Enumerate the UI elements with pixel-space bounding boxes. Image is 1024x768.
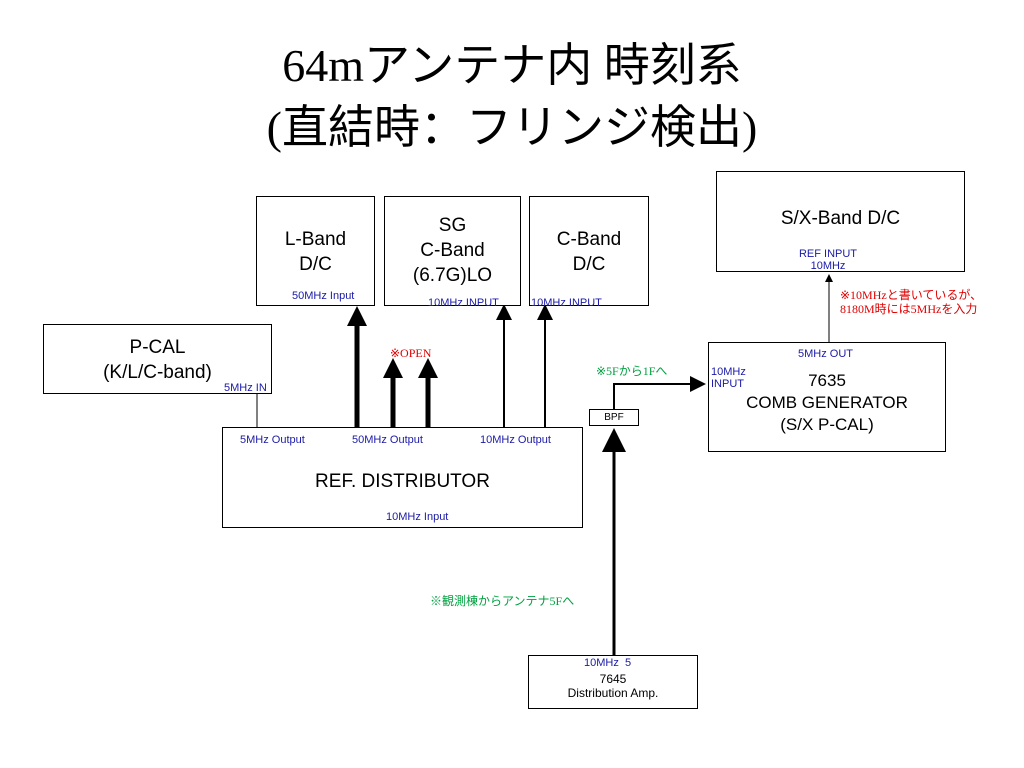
line-bpf-comb bbox=[613, 376, 706, 409]
lband-dc-label: L-Band D/C bbox=[284, 229, 347, 275]
page-subtitle: (直結時：フリンジ検出) bbox=[266, 102, 758, 153]
lband-dc-box: L-Band D/C bbox=[256, 196, 375, 306]
ref-out-10-label: 10MHz Output bbox=[480, 434, 551, 446]
open-note: ※OPEN bbox=[390, 346, 432, 360]
pcal-box: P-CAL (K/L/C-band) bbox=[43, 324, 272, 394]
sx-ref-input-label: REF INPUT 10MHz bbox=[798, 248, 858, 272]
sg-input-label: 10MHz INPUT bbox=[428, 297, 499, 309]
ref-distributor-label: REF. DISTRIBUTOR bbox=[315, 471, 490, 492]
sg-box: SG C-Band (6.7G)LO bbox=[384, 196, 521, 306]
ref-out-50-label: 50MHz Output bbox=[352, 434, 423, 446]
pcal-input-label: 5MHz IN bbox=[224, 382, 267, 394]
comb-in-label: 10MHz INPUT bbox=[711, 366, 746, 390]
cband-dc-box: C-Band D/C bbox=[529, 196, 649, 306]
floor-note: ※5Fから1Fへ bbox=[596, 364, 668, 378]
bpf-box: BPF bbox=[589, 409, 639, 426]
cband-dc-label: C-Band D/C bbox=[556, 229, 622, 275]
ref-out-5-label: 5MHz Output bbox=[240, 434, 305, 446]
sx-note: ※10MHzと書いているが、 8180M時には5MHzを入力 bbox=[840, 288, 983, 316]
lband-input-label: 50MHz Input bbox=[292, 290, 355, 302]
sx-dc-box: S/X-Band D/C bbox=[716, 171, 965, 272]
distribution-amp-label: 7645 Distribution Amp. bbox=[567, 672, 659, 700]
comb-generator-label: 7635 COMB GENERATOR (S/X P-CAL) bbox=[746, 371, 908, 434]
amp-out-label: 10MHz 5 bbox=[584, 657, 632, 669]
distribution-amp-box: 7645 Distribution Amp. bbox=[528, 655, 698, 709]
ref-distributor-box: REF. DISTRIBUTOR bbox=[222, 427, 583, 528]
page-title: 64mアンテナ内 時刻系 bbox=[282, 40, 742, 91]
bpf-label: BPF bbox=[604, 412, 624, 423]
sg-label: SG C-Band (6.7G)LO bbox=[412, 215, 493, 286]
comb-generator-box: 7635 COMB GENERATOR (S/X P-CAL) bbox=[708, 342, 946, 452]
cband-input-label: 10MHz INPUT bbox=[531, 297, 602, 309]
ref-input-label: 10MHz Input bbox=[386, 511, 449, 523]
pcal-label: P-CAL (K/L/C-band) bbox=[103, 337, 212, 383]
comb-out-label: 5MHz OUT bbox=[798, 348, 853, 360]
building-note: ※観測棟からアンテナ5Fへ bbox=[430, 594, 575, 608]
sx-dc-label: S/X-Band D/C bbox=[780, 208, 901, 229]
